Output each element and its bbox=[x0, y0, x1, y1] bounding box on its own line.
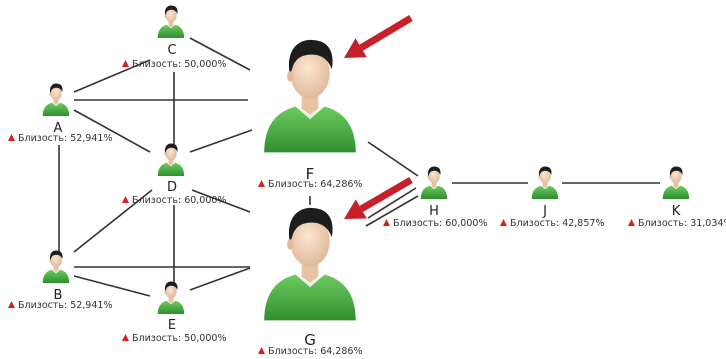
person-icon bbox=[264, 207, 356, 321]
closeness-metric: Близость: 52,941% bbox=[18, 300, 112, 311]
edge-A-C bbox=[73, 59, 151, 93]
edge-D-B bbox=[73, 189, 153, 253]
red-arrow-icon bbox=[344, 176, 413, 219]
closeness-metric: Близость: 60,000% bbox=[393, 218, 487, 229]
red-triangle-icon bbox=[383, 219, 390, 226]
person-icon bbox=[420, 166, 448, 199]
red-triangle-icon bbox=[8, 301, 15, 308]
closeness-metric: Близость: 64,286% bbox=[268, 179, 362, 190]
red-arrow-icon bbox=[344, 14, 413, 58]
node-label: H bbox=[429, 204, 439, 219]
red-triangle-icon bbox=[500, 219, 507, 226]
edge-F-H bbox=[367, 141, 419, 177]
edges-layer bbox=[58, 37, 660, 297]
person-icon bbox=[531, 166, 559, 199]
edge-G-H bbox=[365, 195, 419, 227]
person-icon bbox=[157, 281, 185, 314]
person-icon bbox=[42, 250, 70, 283]
edge-G-H-second bbox=[367, 187, 417, 219]
red-triangle-icon bbox=[258, 180, 265, 187]
node-label: F bbox=[306, 165, 315, 183]
closeness-metric: Близость: 42,857% bbox=[510, 218, 604, 229]
node-label: K bbox=[672, 204, 681, 219]
closeness-metric: Близость: 60,000% bbox=[132, 195, 226, 206]
edge-E-G bbox=[189, 267, 251, 291]
node-label: G bbox=[304, 331, 316, 349]
person-icon bbox=[157, 5, 185, 38]
node-label: D bbox=[167, 180, 177, 195]
edge-B-E bbox=[73, 275, 151, 297]
arrows-layer bbox=[344, 14, 413, 219]
person-icon bbox=[157, 143, 185, 176]
red-triangle-icon bbox=[628, 219, 635, 226]
node-label: J bbox=[542, 204, 547, 219]
node-label: B bbox=[54, 288, 63, 303]
node-label: A bbox=[54, 121, 63, 136]
node-label: E bbox=[168, 318, 176, 333]
closeness-metric: Близость: 50,000% bbox=[132, 333, 226, 344]
person-icon bbox=[42, 83, 70, 116]
person-icon bbox=[662, 166, 690, 199]
closeness-metric: Близость: 31,034% bbox=[638, 218, 726, 229]
person-icon bbox=[264, 39, 356, 153]
edge-C-F bbox=[189, 37, 251, 71]
closeness-metric: Близость: 52,941% bbox=[18, 133, 112, 144]
closeness-metric: Близость: 50,000% bbox=[132, 59, 226, 70]
red-triangle-icon bbox=[258, 347, 265, 354]
edge-D-F bbox=[189, 129, 253, 153]
red-triangle-icon bbox=[8, 134, 15, 141]
red-triangle-icon bbox=[122, 60, 129, 67]
red-triangle-icon bbox=[122, 334, 129, 341]
edge-D-G bbox=[191, 189, 251, 213]
closeness-metric: Близость: 64,286% bbox=[268, 346, 362, 357]
red-triangle-icon bbox=[122, 196, 129, 203]
edge-A-D bbox=[73, 109, 151, 153]
node-label: C bbox=[167, 43, 176, 58]
